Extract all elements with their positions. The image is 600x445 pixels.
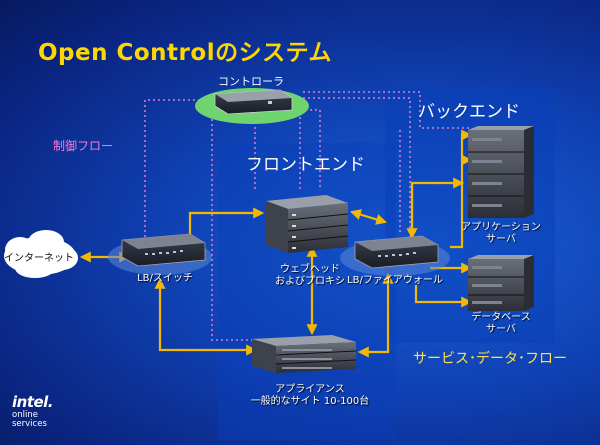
backend-heading: バックエンド [418, 102, 520, 122]
app-server-rack-icon [468, 126, 534, 218]
appliance-label-line2: 一般的なサイト 10-100台 [250, 396, 370, 407]
webhead-server-stack-icon [266, 195, 349, 253]
db-server-label-line2: サーバ [486, 324, 516, 335]
service-flow-legend: サービス･データ･フロー [413, 351, 567, 367]
lb-switch-label: LB/スイッチ [137, 273, 193, 284]
db-server-label-line1: データベース [471, 312, 531, 323]
page-title: Open Controlのシステム [38, 40, 332, 66]
logo-brand: intel. [12, 393, 54, 411]
db-server-label: データベース サーバ [452, 312, 550, 336]
internet-cloud-icon [4, 230, 78, 278]
lb-switch-icon [108, 233, 212, 275]
control-flow-legend: 制御フロー [53, 139, 114, 153]
app-server-label-line2: サーバ [486, 234, 516, 245]
appliance-stack-icon [252, 335, 357, 373]
webhead-label-line2: およびプロキシ [275, 276, 345, 287]
lb-firewall-icon [340, 235, 450, 276]
logo-line2: services [12, 419, 47, 429]
intel-online-services-logo: intel. online services [12, 393, 54, 429]
webhead-label: ウェブヘッド およびプロキシ [262, 264, 358, 288]
appliance-label-line1: アプライアンス [275, 384, 345, 395]
internet-label: インターネット [4, 253, 74, 264]
logo-line1: online [12, 410, 38, 420]
webhead-label-line1: ウェブヘッド [280, 264, 340, 275]
db-server-rack-icon [468, 255, 534, 311]
lb-firewall-label: LB/ファイアウォール [347, 275, 443, 286]
controller-label: コントローラ [218, 75, 284, 88]
app-server-label-line1: アプリケーション [461, 222, 541, 233]
appliance-label: アプライアンス 一般的なサイト 10-100台 [240, 384, 380, 408]
app-server-label: アプリケーション サーバ [452, 222, 550, 246]
frontend-heading: フロントエンド [246, 155, 365, 175]
controller-icon [195, 88, 309, 124]
